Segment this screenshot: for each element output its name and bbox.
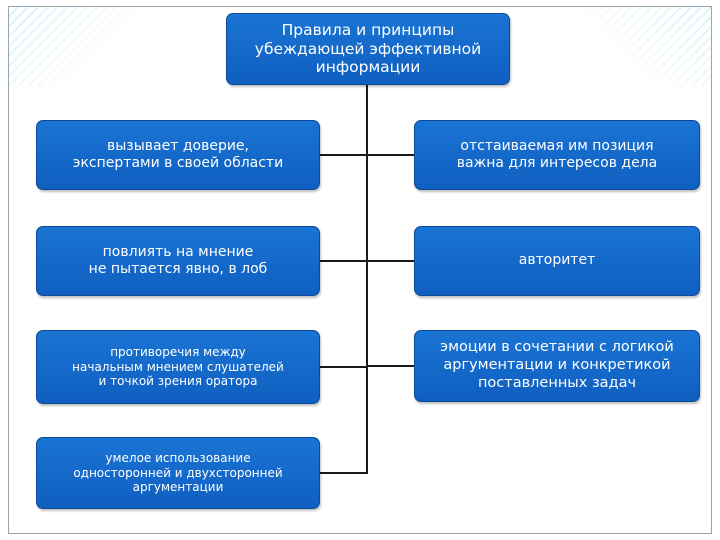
left-box-4: умелое использование односторонней и дву… (36, 437, 320, 509)
left-box-1-text: вызывает доверие, экспертами в своей обл… (72, 137, 284, 171)
decorative-stripes-right (572, 6, 712, 86)
left-box-1: вызывает доверие, экспертами в своей обл… (36, 120, 320, 190)
title-text: Правила и принципы убеждающей эффективно… (254, 20, 482, 77)
right-box-3-text: эмоции в сочетании с логикой аргументаци… (440, 339, 674, 391)
right-box-2-text: авторитет (518, 252, 596, 269)
left-box-3: противоречия между начальным мнением слу… (36, 330, 320, 404)
left-box-2-text: повлиять на мнение не пытается явно, в л… (88, 243, 268, 277)
right-box-1-text: отстаиваемая им позиция важна для интере… (456, 137, 658, 171)
left-box-3-text: противоречия между начальным мнением слу… (72, 345, 284, 389)
right-box-3: эмоции в сочетании с логикой аргументаци… (414, 330, 700, 402)
right-box-2: авторитет (414, 226, 700, 296)
left-box-4-text: умелое использование односторонней и дву… (73, 451, 283, 495)
right-box-1: отстаиваемая им позиция важна для интере… (414, 120, 700, 190)
title-box: Правила и принципы убеждающей эффективно… (226, 13, 510, 85)
decorative-stripes-left (8, 6, 148, 86)
left-box-2: повлиять на мнение не пытается явно, в л… (36, 226, 320, 296)
